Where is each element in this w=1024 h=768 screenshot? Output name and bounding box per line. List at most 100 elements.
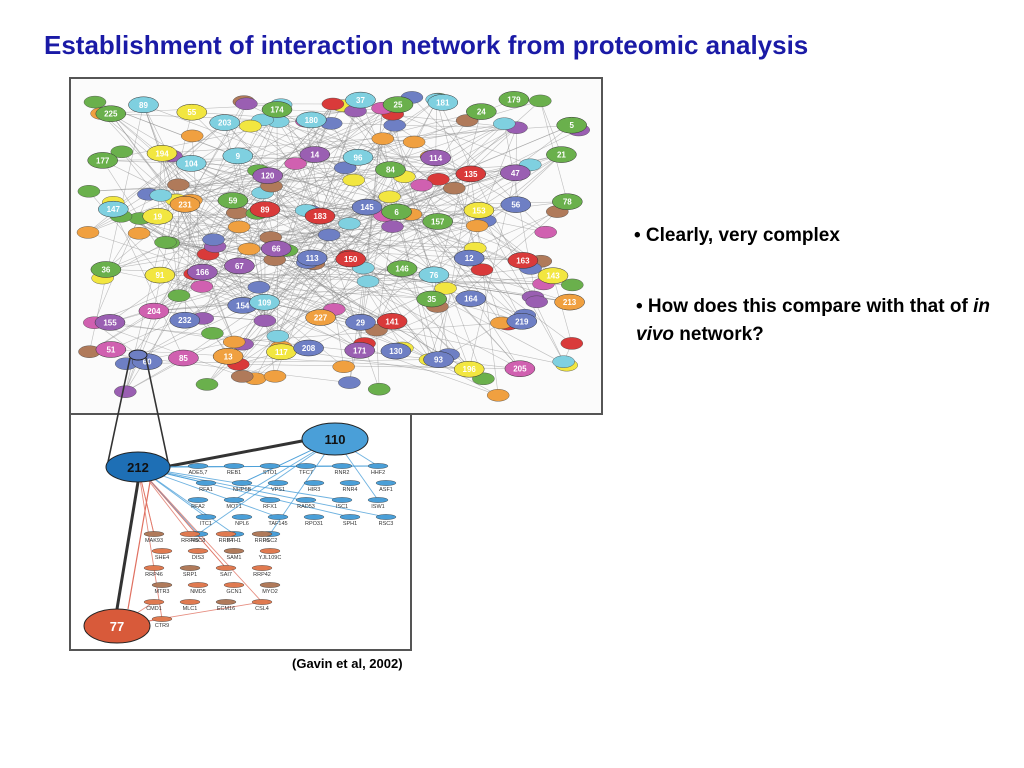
- network-node: [506, 313, 538, 330]
- network-node-label: 155: [103, 318, 117, 327]
- network-node: [224, 257, 255, 275]
- protein-node: [215, 531, 237, 537]
- network-node: [296, 249, 328, 267]
- network-node-label: 51: [106, 346, 115, 355]
- network-edge: [552, 275, 573, 344]
- network-node: [169, 196, 201, 213]
- network-node: [167, 178, 190, 192]
- network-node: [217, 192, 249, 209]
- network-node: [552, 193, 583, 210]
- network-edge: [202, 271, 393, 322]
- protein-node: [223, 463, 245, 469]
- network-node: [376, 313, 408, 330]
- network-node: [296, 111, 327, 129]
- network-edge: [94, 322, 243, 377]
- network-edge: [437, 98, 564, 362]
- network-node: [261, 101, 293, 118]
- network-node-label: 146: [395, 265, 409, 274]
- network-node-label: 171: [353, 346, 367, 355]
- protein-node: [303, 480, 325, 486]
- network-node: [383, 119, 406, 132]
- network-node: [253, 314, 277, 327]
- protein-node: [295, 497, 317, 503]
- protein-label: RAD53: [297, 504, 315, 510]
- network-node: [344, 342, 375, 359]
- network-node: [94, 314, 126, 331]
- network-node: [168, 349, 199, 367]
- protein-node: [375, 480, 397, 486]
- network-edge: [258, 287, 432, 300]
- protein-label: STO1: [263, 470, 277, 476]
- network-node-label: 21: [557, 151, 566, 160]
- network-node: [453, 360, 485, 378]
- network-node: [144, 266, 176, 284]
- network-node-label: 12: [465, 254, 474, 263]
- protein-label: VPS1: [271, 487, 285, 493]
- zoom-line: [145, 357, 169, 463]
- network-node-label: 205: [513, 365, 527, 374]
- network-node: [167, 289, 191, 302]
- network-node-label: 6: [394, 208, 399, 217]
- network-node: [263, 370, 287, 383]
- protein-node: [231, 480, 253, 486]
- network-node-label: 147: [107, 205, 121, 214]
- network-node-label: 183: [313, 212, 327, 221]
- network-node: [209, 114, 240, 131]
- network-node: [507, 252, 539, 269]
- network-node: [338, 217, 361, 230]
- network-node: [342, 149, 374, 166]
- network-node: [169, 311, 201, 329]
- network-node: [87, 152, 118, 169]
- protein-label: SRP1: [183, 572, 197, 578]
- network-node-label: 29: [356, 318, 365, 327]
- network-edge: [153, 275, 554, 312]
- network-node: [260, 240, 292, 257]
- network-node: [77, 185, 101, 198]
- protein-label: SPH1: [343, 521, 357, 527]
- network-node-label: 166: [196, 268, 210, 277]
- protein-label: STH1: [227, 538, 241, 544]
- network-node-label: 66: [272, 245, 281, 254]
- network-edge: [360, 322, 567, 366]
- protein-label: RRP46: [145, 572, 163, 578]
- network-node: [235, 97, 258, 111]
- network-node: [378, 190, 401, 204]
- protein-label: YJL109C: [259, 555, 282, 561]
- network-node: [222, 147, 254, 165]
- network-node-label: 157: [431, 218, 445, 227]
- hub-node: [83, 608, 151, 644]
- protein-label: RSC2: [263, 538, 278, 544]
- protein-node: [339, 480, 361, 486]
- network-node: [318, 228, 341, 242]
- network-edge: [363, 120, 468, 269]
- network-node: [338, 376, 361, 389]
- network-node: [453, 249, 485, 267]
- network-edge: [89, 248, 250, 352]
- network-node: [201, 327, 224, 340]
- bullet-complex: • Clearly, very complex: [634, 225, 840, 246]
- network-edge: [435, 123, 505, 159]
- network-node: [546, 146, 577, 163]
- network-node: [351, 198, 383, 216]
- network-edge: [250, 125, 478, 227]
- network-node: [420, 149, 451, 167]
- protein-label: RRP6: [255, 538, 270, 544]
- protein-label: RNR2: [335, 470, 350, 476]
- hub-node: [301, 422, 369, 456]
- protein-node: [267, 514, 289, 520]
- network-node: [371, 132, 394, 145]
- protein-node: [179, 565, 201, 571]
- subnetwork-edge: [197, 438, 336, 535]
- network-edge: [402, 211, 558, 349]
- protein-label: RRP42: [253, 572, 271, 578]
- network-node: [434, 282, 457, 295]
- network-node: [487, 389, 510, 402]
- protein-node: [367, 463, 389, 469]
- network-node-label: 145: [360, 203, 374, 212]
- network-node-label: 177: [96, 156, 110, 165]
- network-edge: [248, 105, 343, 250]
- network-node: [504, 360, 536, 377]
- network-node-label: 67: [235, 262, 244, 271]
- network-node-label: 104: [185, 159, 199, 168]
